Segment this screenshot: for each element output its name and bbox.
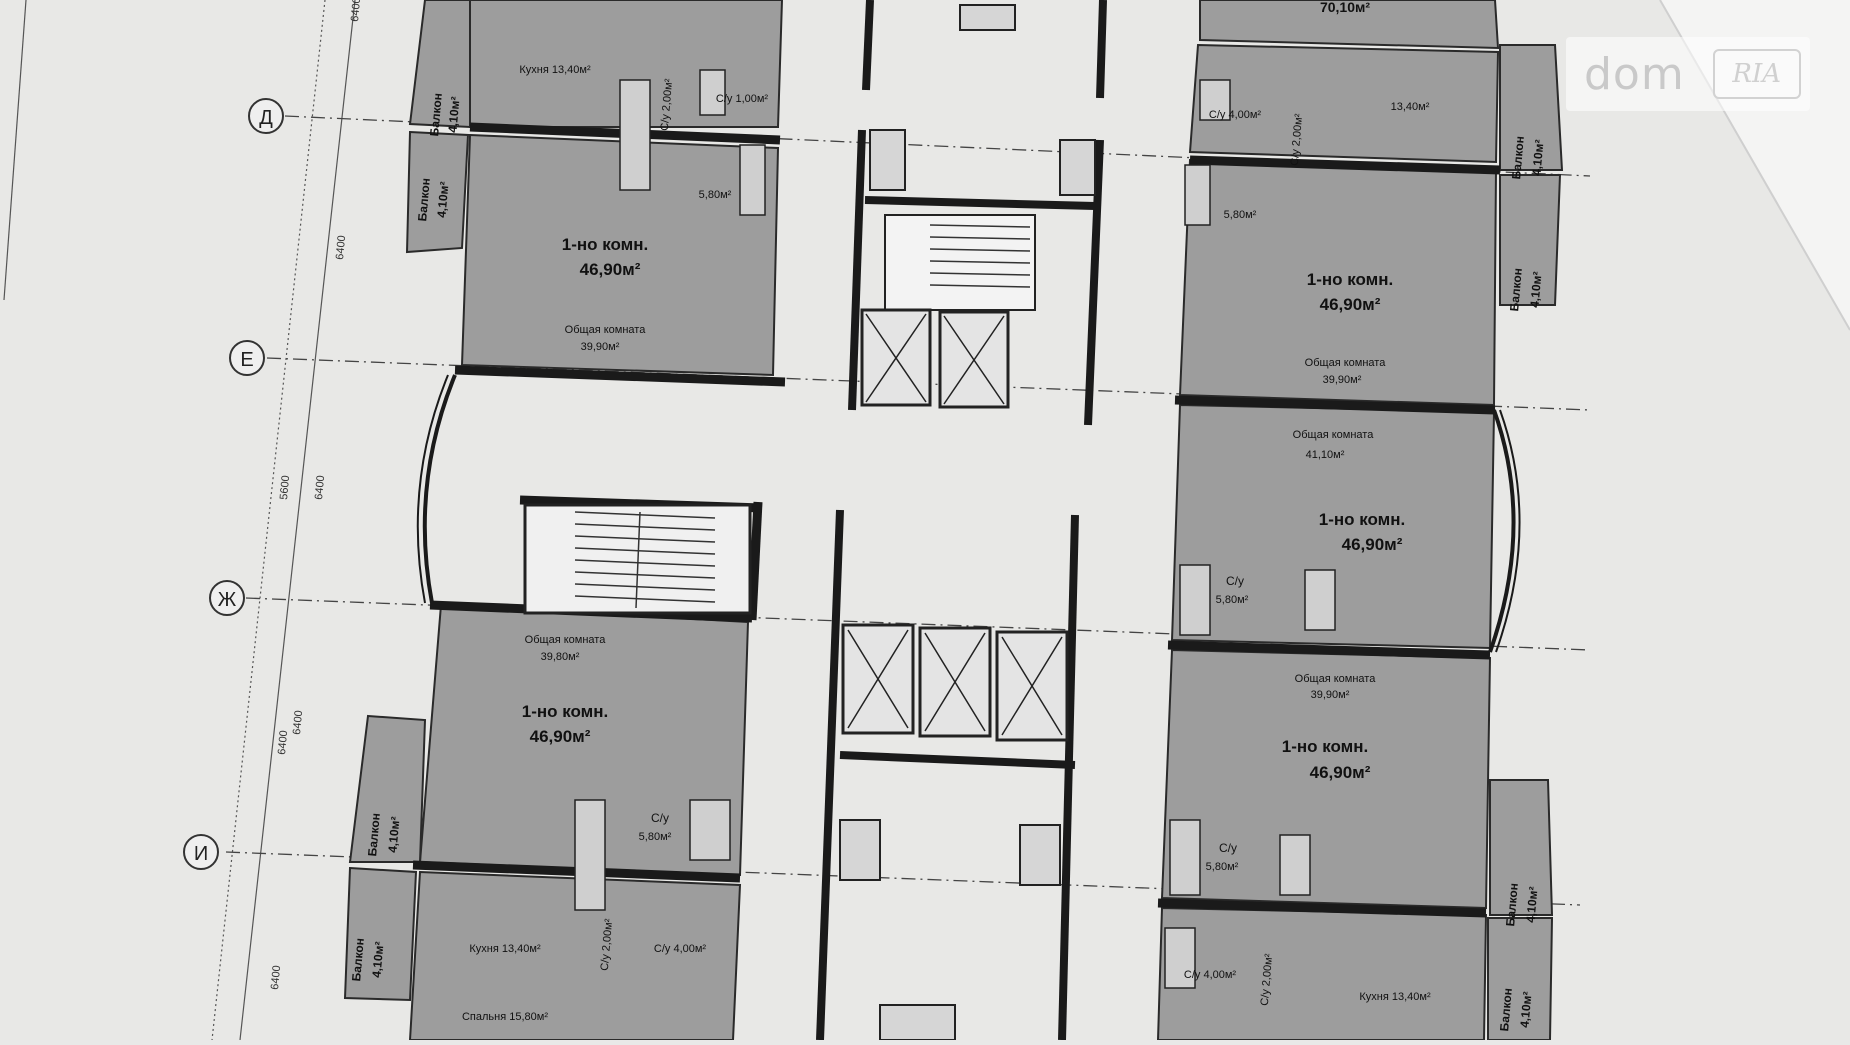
unit-3-type: 1-но комн. [522,702,609,721]
unit-5-bath-label: С/у [1219,841,1237,855]
bottom-left-balcony-label: Балкон [349,937,367,981]
unit-2-living-area: 39,90м² [1323,374,1362,386]
axis-markers: Д Е Ж И [183,98,284,870]
right-walls [1157,155,1501,918]
unit-1-balcony-label: Балкон [415,177,433,221]
unit-2-balcony-area: 4,10м² [1527,271,1544,308]
balcony-right-top [1499,44,1564,171]
central-core [816,0,1107,1041]
axis-e-label: Е [240,349,253,371]
watermark: dom RIA [1566,37,1810,111]
unit-1-balcony-area: 4,10м² [434,181,451,218]
unit-2-area: 46,90м² [1320,295,1381,314]
unit-2-type: 1-но комн. [1307,270,1394,289]
top-right-area: 70,10м² [1320,0,1370,15]
left-curved-facade [422,374,457,604]
dimension-values: 6400 6400 5600 6400 6400 6400 6400 [269,0,363,990]
left-unit-1 [460,133,780,377]
top-right-balcony-label: Балкон [1509,135,1527,179]
unit-3-living-area: 39,80м² [541,651,580,663]
unit-4-living-area: 41,10м² [1306,449,1345,461]
sanitary-fixtures [574,69,1336,989]
balcony-left-1 [405,130,470,254]
unit-2-living-label: Общая комната [1305,357,1387,369]
top-left-kitchen: Кухня 13,40м² [519,64,591,76]
unit-5-balcony-label: Балкон [1503,882,1521,926]
top-left-bath2: С/у 1,00м² [716,93,769,105]
unit-4-labels: 1-но комн. 46,90м² Общая комната 41,10м²… [1216,429,1406,606]
unit-2-labels: 1-но комн. 46,90м² Общая комната 39,90м²… [1224,209,1545,386]
axis-d-label: Д [259,107,273,129]
bottom-left-bedroom: Спальня 15,80м² [462,1011,548,1023]
dim-4: 6400 [291,710,305,735]
balcony-right-2 [1499,174,1562,306]
dim-1: 6400 [334,235,348,260]
unit-4-bath: 5,80м² [1216,594,1249,606]
unit-4-bath-label: С/у [1226,574,1244,588]
unit-4-type: 1-но комн. [1319,510,1406,529]
right-curved-facade [1488,409,1516,653]
unit-3-balcony-label: Балкон [365,812,383,856]
unit-5-living-label: Общая комната [1295,673,1377,685]
unit-3-balcony-area: 4,10м² [385,816,402,853]
unit-5-area: 46,90м² [1310,763,1371,782]
right-top-apartment-lower [1188,43,1500,164]
bottom-right-kitchen: Кухня 13,40м² [1359,991,1431,1003]
dim-3: 6400 [313,475,327,500]
top-right-bath2: С/у 2,00м² [1289,113,1306,166]
unit-5-balcony-area: 4,10м² [1523,886,1540,923]
unit-4-living-label: Общая комната [1293,429,1375,441]
top-right-balcony-area: 4,10м² [1529,139,1546,176]
unit-2-balcony-label: Балкон [1507,267,1525,311]
top-left-balcony-label: Балкон [427,92,445,136]
unit-1-type: 1-но комн. [562,235,649,254]
unit-5-type: 1-но комн. [1282,737,1369,756]
unit-5-labels: 1-но комн. 46,90м² Общая комната 39,90м²… [1206,673,1541,927]
unit-5-bath: 5,80м² [1206,861,1239,873]
unit-3-bath-label: С/у [651,811,669,825]
unit-3-living-label: Общая комната [525,634,607,646]
top-left-bath1: С/у 2,00м² [659,78,676,131]
left-wing [343,0,784,1041]
corner-labels: Кухня 13,40м² С/у 2,00м² С/у 1,00м² Балк… [349,0,1546,1032]
watermark-badge: RIA [1712,49,1801,99]
dim-6: 6400 [269,965,283,990]
top-right-kitchen: 13,40м² [1391,101,1430,113]
bottom-left-bath1: С/у 2,00м² [599,918,616,971]
unit-1-bath: 5,80м² [699,189,732,201]
unit-1-area: 46,90м² [580,260,641,279]
unit-1-living-area: 39,90м² [581,341,620,353]
unit-3-area: 46,90м² [530,727,591,746]
bottom-right-balcony-area: 4,10м² [1517,991,1534,1028]
watermark-brand: dom [1584,48,1685,100]
bottom-right-balcony-label: Балкон [1497,987,1515,1031]
right-top-apartment [1199,0,1500,50]
bottom-left-balcony-area: 4,10м² [369,941,386,978]
balcony-left-4 [343,866,418,1002]
left-stair [523,503,752,615]
balcony-right-5 [1489,779,1554,916]
unit-4-area: 46,90м² [1342,535,1403,554]
dim-5: 6400 [276,730,290,755]
bottom-right-bath1: С/у 4,00м² [1184,969,1237,981]
bottom-right-bath2: С/у 2,00м² [1259,953,1276,1006]
top-left-balcony-area: 4,10м² [445,96,462,133]
bottom-left-kitchen: Кухня 13,40м² [469,943,541,955]
unit-2-bath: 5,80м² [1224,209,1257,221]
unit-3-bath: 5,80м² [639,831,672,843]
right-wing [1156,0,1564,1041]
axis-zh-label: Ж [218,589,237,611]
unit-1-labels: 1-но комн. 46,90м² Общая комната 39,90м²… [415,177,731,353]
unit-3-labels: 1-но комн. 46,90м² Общая комната 39,80м²… [365,634,671,857]
axis-i-label: И [194,843,208,865]
top-right-bath1: С/у 4,00м² [1209,109,1262,121]
dim-top: 6400 [349,0,363,22]
unit-5-living-area: 39,90м² [1311,689,1350,701]
unit-1-living-label: Общая комната [565,324,647,336]
bottom-left-bath2: С/у 4,00м² [654,943,707,955]
dimension-lines [3,0,356,1041]
dim-2: 5600 [278,475,292,500]
